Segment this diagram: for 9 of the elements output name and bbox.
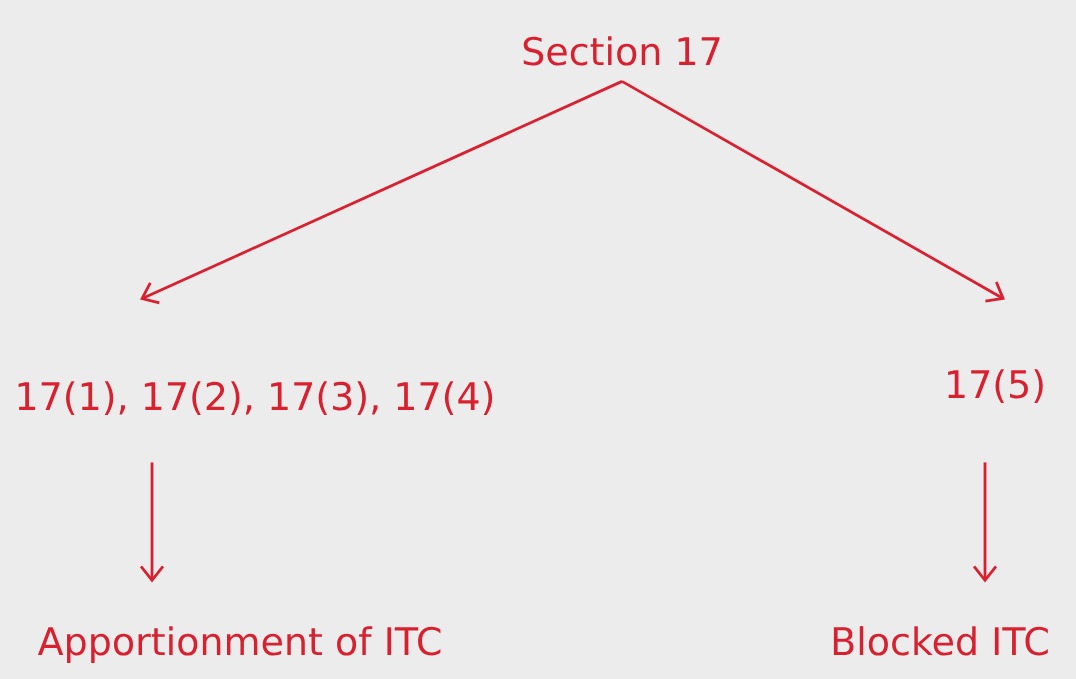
arrow <box>140 80 623 305</box>
node-label: Section 17 <box>523 36 720 66</box>
arrow <box>139 462 165 583</box>
arrow <box>972 462 998 583</box>
node-label: Apportionment of ITC <box>37 626 441 663</box>
node-label: 17(1), 17(2), 17(3), 17(4) <box>18 381 493 415</box>
arrow <box>621 80 1005 303</box>
node-label: Blocked ITC <box>833 626 1048 656</box>
node-label: 17(5) <box>948 369 1043 403</box>
